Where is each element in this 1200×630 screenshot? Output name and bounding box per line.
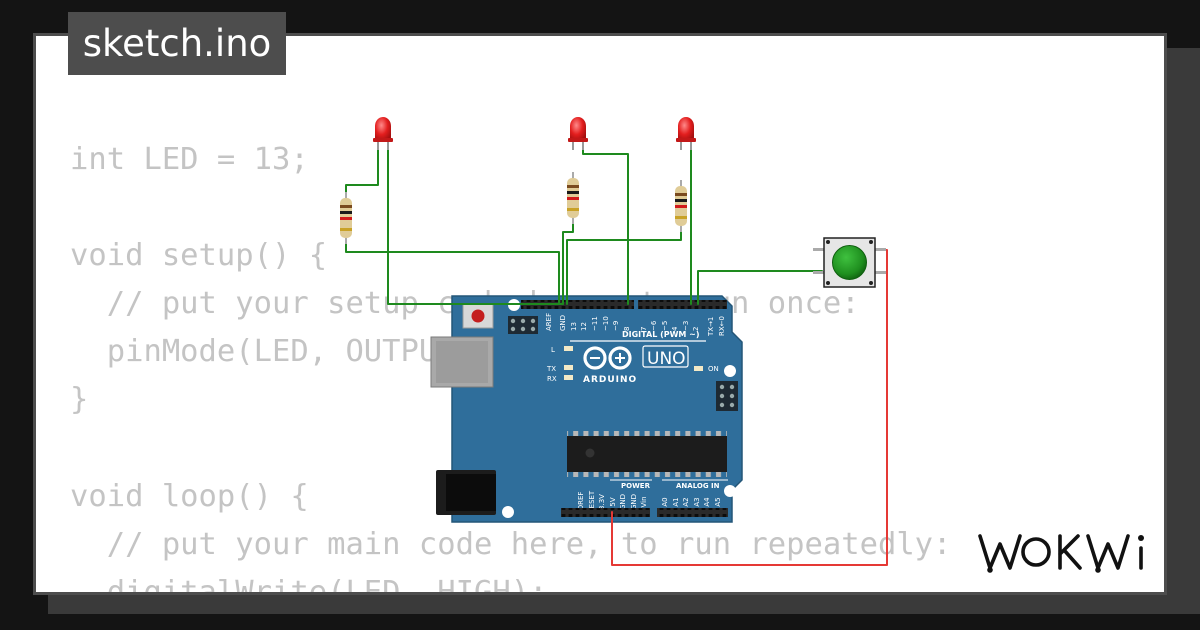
- pin-label-tx1: TX→1: [707, 317, 715, 337]
- icsp-header-right: [716, 381, 738, 411]
- code-line: int LED = 13;: [70, 142, 309, 177]
- arduino-logo-symbols-icon: [590, 353, 625, 363]
- code-line: digitalWrite(LED, HIGH);: [70, 574, 548, 595]
- wire-resistor3-gnd[interactable]: [566, 227, 682, 305]
- resistor-1[interactable]: [340, 192, 352, 244]
- code-line: void setup() {: [70, 238, 328, 274]
- pin-label-11: ~11: [591, 316, 599, 331]
- mounting-hole: [502, 506, 514, 518]
- reset-button[interactable]: [462, 303, 494, 329]
- code-line: }: [70, 382, 89, 418]
- wire-resistor2-gnd[interactable]: [562, 221, 574, 305]
- pin-label-7: 7: [640, 327, 648, 331]
- wire-led2-pin[interactable]: [582, 139, 629, 305]
- wire-button-pin[interactable]: [697, 270, 823, 305]
- led-label-on: ON: [708, 365, 719, 373]
- led-red-1[interactable]: [373, 117, 393, 150]
- pin-label-5v: 5V: [609, 497, 617, 506]
- code-editor: int LED = 13; void setup() { // put your …: [70, 136, 952, 595]
- pin-label-a1: A1: [672, 497, 680, 506]
- pin-label-rx0: RX←0: [718, 316, 726, 336]
- led-label-rx: RX: [547, 375, 557, 383]
- pin-label-4: 4: [671, 326, 679, 331]
- arduino-uno-board[interactable]: AREF GND 13 12 ~11 ~10 ~9 8 7 ~6 ~5 4 ~3…: [430, 295, 743, 523]
- wire-led1-pin13[interactable]: [387, 139, 564, 305]
- icsp-header-top: [508, 316, 538, 334]
- led-l-indicator: [564, 346, 573, 351]
- sketch-title-tab[interactable]: sketch.ino: [68, 12, 286, 75]
- code-line: void loop() {: [70, 478, 309, 514]
- board-model: UNO: [647, 349, 686, 369]
- pin-label-5: ~5: [661, 321, 669, 331]
- led-rx-indicator: [564, 375, 573, 380]
- analog-header: [657, 508, 728, 517]
- pin-label-gnd1: GND: [619, 494, 627, 510]
- power-header: [561, 508, 650, 517]
- led-red-3[interactable]: [676, 117, 696, 150]
- pin-label-3v3: 3.3V: [598, 494, 606, 510]
- wire-led1-resistor[interactable]: [345, 139, 379, 197]
- pin-label-10: ~10: [602, 316, 610, 331]
- board-brand: ARDUINO: [583, 375, 637, 385]
- digital-header-right: [638, 300, 727, 309]
- code-line: // put your setup code here, to run once…: [106, 286, 860, 322]
- led-red-2[interactable]: [568, 117, 588, 150]
- pin-label-12: 12: [580, 322, 588, 331]
- pin-label-gnd: GND: [559, 315, 567, 331]
- pin-label-a4: A4: [703, 497, 711, 507]
- mounting-hole: [724, 485, 736, 497]
- power-label: POWER: [621, 482, 651, 490]
- pin-label-gnd2: GND: [630, 494, 638, 510]
- pin-label-9: ~9: [612, 321, 620, 331]
- led-label-l: L: [551, 346, 555, 354]
- pushbutton[interactable]: [813, 237, 886, 288]
- pin-label-2: 2: [692, 327, 700, 331]
- digital-label: DIGITAL (PWM ~): [622, 330, 700, 339]
- pin-label-a0: A0: [661, 497, 669, 506]
- uno-badge: [642, 345, 689, 368]
- atmega-chip: [567, 431, 727, 477]
- pin-label-a3: A3: [693, 497, 701, 506]
- usb-connector: [430, 336, 494, 388]
- pin-label-13: 13: [570, 322, 578, 331]
- pin-label-aref: AREF: [545, 313, 553, 331]
- power-jack: [436, 470, 496, 515]
- resistor-3[interactable]: [675, 180, 687, 232]
- pin-label-ioref: IOREF: [577, 492, 585, 513]
- pin-label-vin: Vin: [640, 496, 648, 507]
- led-label-tx: TX: [546, 365, 556, 373]
- code-line: // put your main code here, to run repea…: [70, 526, 952, 562]
- digital-header-left: [521, 300, 634, 309]
- wire-gnd-rail[interactable]: [345, 239, 560, 305]
- mounting-hole: [724, 365, 736, 377]
- pin-label-reset: RESET: [588, 490, 596, 513]
- pin-label-a2: A2: [682, 497, 690, 506]
- resistor-2[interactable]: [567, 172, 579, 224]
- led-on-indicator: [694, 366, 703, 371]
- arduino-logo-icon: [583, 346, 632, 370]
- led-tx-indicator: [564, 365, 573, 370]
- pin-label-a5: A5: [714, 497, 722, 506]
- pin-label-8: 8: [623, 327, 631, 331]
- analog-label: ANALOG IN: [676, 482, 720, 490]
- pin-label-6: ~6: [650, 320, 658, 331]
- wokwi-logo-icon: [978, 534, 1144, 573]
- pin-label-3: ~3: [682, 321, 690, 331]
